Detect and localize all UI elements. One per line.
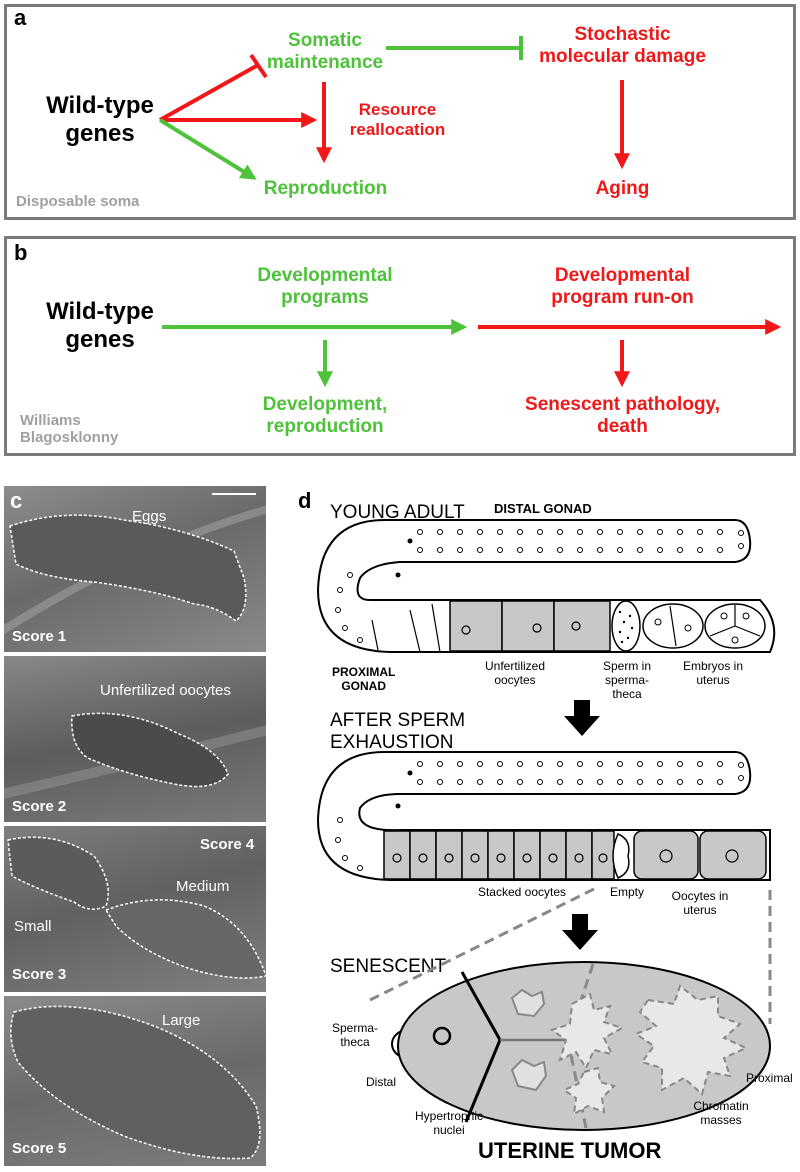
- oocytes-uterus-label: Oocytes in uterus: [671, 889, 729, 917]
- disposable-soma: Disposable soma: [16, 193, 140, 210]
- chromatin-masses-label: Chromatin masses: [693, 1099, 749, 1127]
- panel-a-arrows: [158, 36, 630, 180]
- wild-type-genes-a: Wild-type genes: [46, 92, 154, 147]
- down-arrow-2: [562, 914, 598, 950]
- score-1: Score 1: [12, 628, 67, 645]
- senescent-pathology: Senescent pathology, death: [525, 394, 720, 437]
- stochastic-damage: Stochastic molecular damage: [539, 24, 706, 67]
- micrograph-score-3-4: Score 4 Medium Small Score 3: [4, 826, 266, 992]
- caption-medium: Medium: [176, 878, 230, 895]
- inhibit-somatic-bar: [249, 53, 268, 79]
- developmental-runon: Developmental program run-on: [551, 265, 694, 308]
- unfertilized-oocytes-label: Unfertilized oocytes: [484, 659, 546, 687]
- proximal-gonad-label: PROXIMAL GONAD: [332, 665, 396, 693]
- uterine-tumor-title: UTERINE TUMOR: [478, 1138, 662, 1163]
- hypertrophic-nuclei-label: Hypertrophic nuclei: [414, 1109, 484, 1137]
- aging: Aging: [595, 178, 650, 199]
- spermatheca-label: Sperma- theca: [331, 1021, 378, 1049]
- after-sperm-title: AFTER SPERM EXHAUSTION: [330, 710, 466, 753]
- score-3: Score 3: [12, 966, 67, 983]
- panel-a-label: a: [14, 5, 27, 30]
- panel-a: [4, 4, 796, 220]
- reproduction-a: Reproduction: [263, 178, 388, 199]
- caption-eggs: Eggs: [132, 508, 167, 525]
- development-reproduction: Development, reproduction: [262, 394, 388, 437]
- micrograph-score-5: Large Score 5: [4, 996, 266, 1166]
- proximal-label: Proximal: [746, 1071, 793, 1085]
- caption-small: Small: [14, 918, 52, 935]
- sperm-label: Sperm in sperma- theca: [602, 659, 652, 701]
- developmental-programs: Developmental programs: [257, 265, 393, 308]
- wild-type-genes-b: Wild-type genes: [46, 298, 154, 353]
- panel-b-label: b: [14, 240, 28, 265]
- arrow-reproduction: [158, 118, 257, 180]
- micrograph-score-2: Unfertilized oocytes Score 2: [4, 656, 266, 822]
- young-adult-title: YOUNG ADULT: [330, 502, 465, 523]
- embryos-label: Embryos in uterus: [682, 659, 744, 687]
- senescent-title: SENESCENT: [330, 956, 447, 977]
- distal-label: Distal: [366, 1075, 397, 1089]
- down-arrow-1: [564, 700, 600, 736]
- empty-label: Empty: [609, 885, 644, 899]
- resource-reallocation: Resource reallocation: [349, 100, 446, 139]
- panel-b-arrows: [162, 319, 782, 388]
- panel-c-label: c: [10, 488, 23, 513]
- stacked-oocytes-label: Stacked oocytes: [477, 885, 567, 899]
- panel-b: [4, 236, 796, 456]
- williams-blagosklonny: Williams Blagosklonny: [20, 412, 119, 447]
- panel-d-label: d: [298, 488, 312, 513]
- caption-large: Large: [162, 1012, 201, 1029]
- score-4: Score 4: [200, 836, 255, 853]
- caption-unfertilized: Unfertilized oocytes: [100, 682, 231, 699]
- somatic-maintenance: Somatic maintenance: [266, 30, 384, 73]
- distal-gonad-label: DISTAL GONAD: [494, 501, 592, 516]
- micrograph-score-1: Eggs Score 1: [4, 486, 266, 652]
- inhibit-somatic-line: [159, 63, 259, 122]
- score-2: Score 2: [12, 798, 67, 815]
- score-5: Score 5: [12, 1140, 67, 1157]
